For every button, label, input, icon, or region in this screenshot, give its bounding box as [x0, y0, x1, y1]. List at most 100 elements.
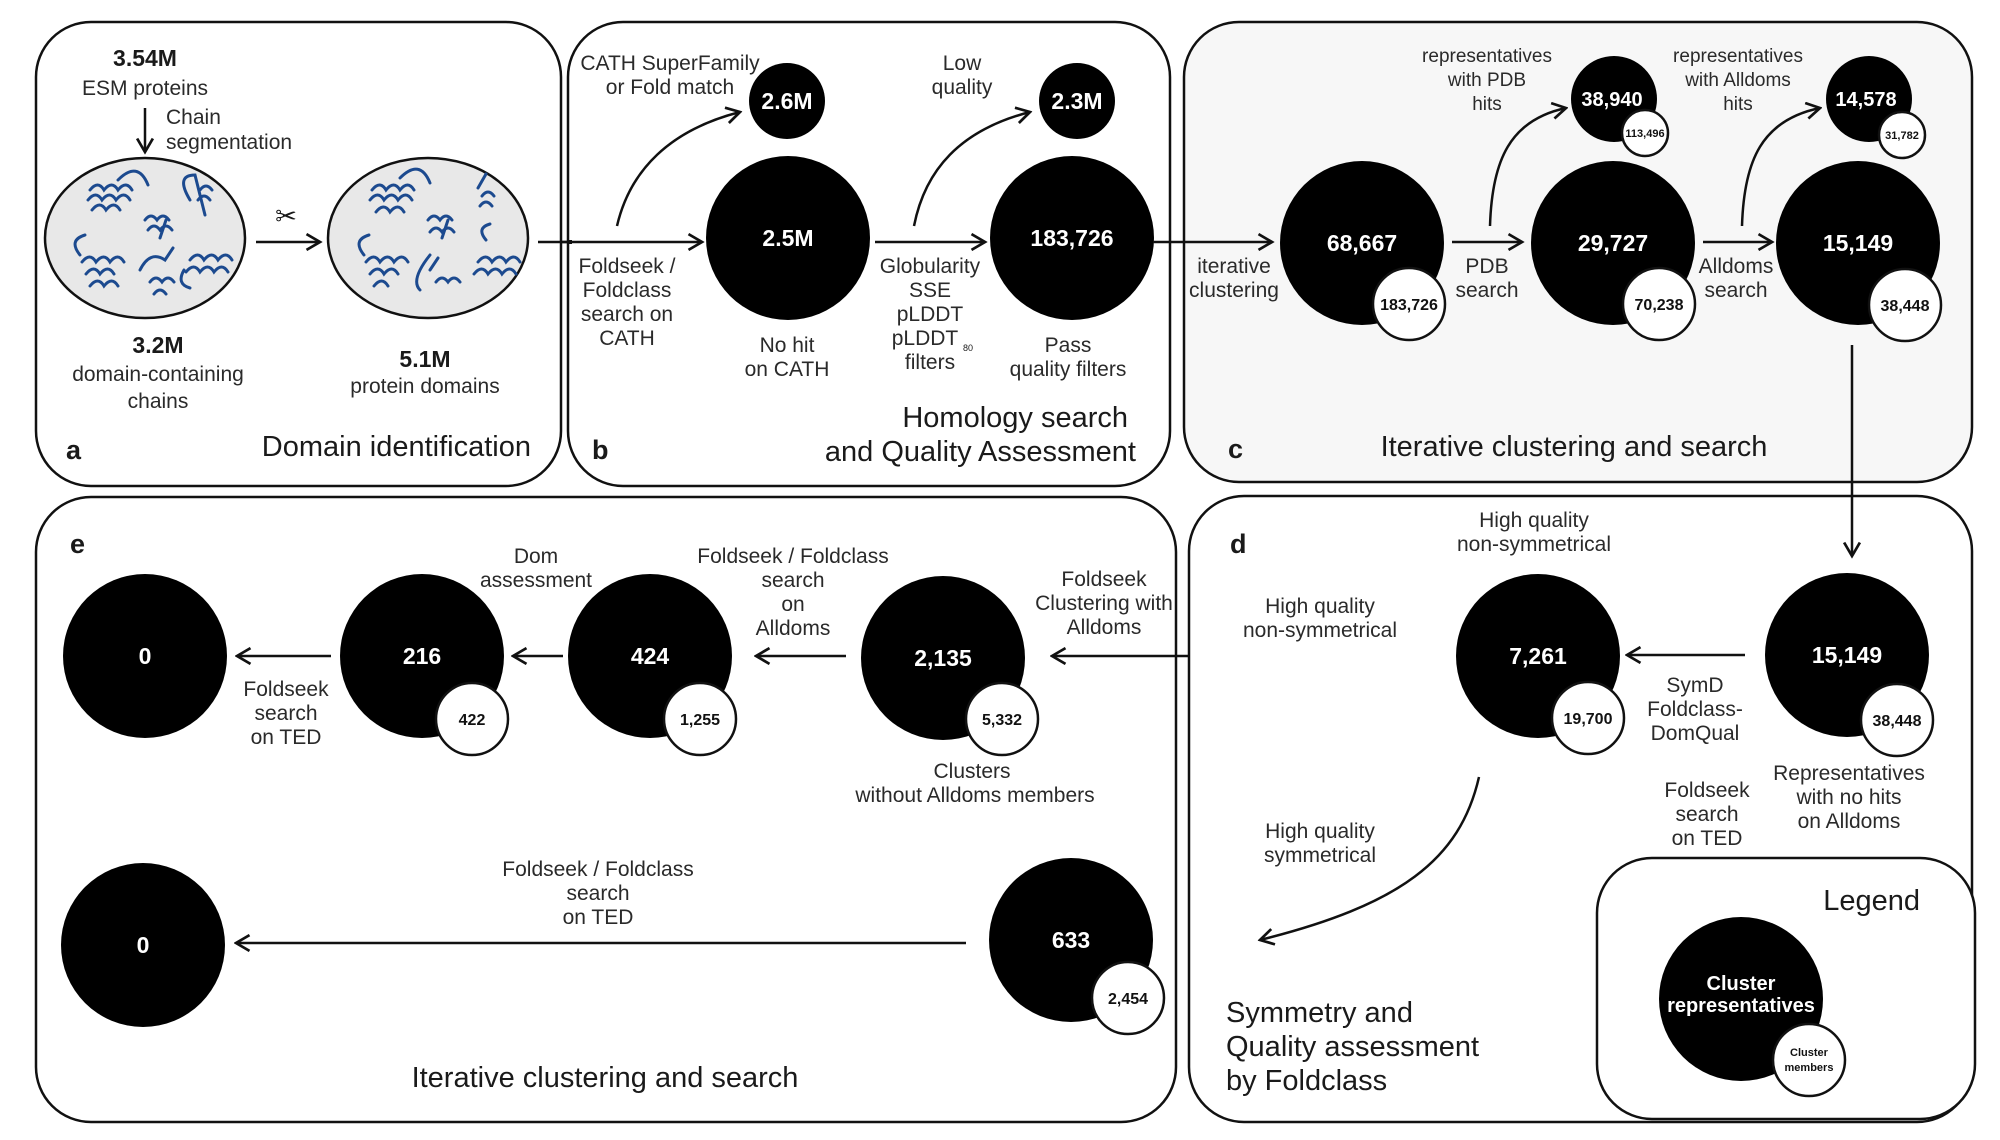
- search-on-ted-label-top: Foldseek search on TED: [243, 678, 329, 749]
- svg-text:SSE: SSE: [909, 279, 951, 302]
- hq-nonsymmetrical-out-label: High quality non-symmetrical: [1243, 595, 1397, 642]
- domains-label: protein domains: [350, 375, 499, 398]
- svg-text:Cluster: Cluster: [1790, 1047, 1829, 1059]
- svg-text:iterative: iterative: [1197, 255, 1271, 278]
- panel-d-title: Symmetry and Quality assessment by Foldc…: [1226, 997, 1479, 1097]
- svg-text:113,496: 113,496: [1625, 128, 1664, 140]
- svg-text:38,448: 38,448: [1881, 298, 1930, 315]
- svg-text:search: search: [1455, 279, 1518, 302]
- svg-text:search: search: [254, 702, 317, 725]
- hq-symmetrical-label: High quality symmetrical: [1264, 820, 1376, 867]
- svg-text:Foldseek: Foldseek: [1664, 779, 1750, 802]
- svg-text:Foldclass-: Foldclass-: [1647, 698, 1743, 721]
- svg-text:filters: filters: [905, 351, 955, 374]
- svg-text:Representatives: Representatives: [1773, 762, 1925, 785]
- dom-assessment-label: Dom assessment: [480, 545, 592, 592]
- svg-text:without Alldoms members: without Alldoms members: [854, 784, 1094, 807]
- svg-text:clustering: clustering: [1189, 279, 1279, 302]
- svg-text:search: search: [1704, 279, 1767, 302]
- svg-text:search: search: [566, 882, 629, 905]
- iterative-clustering-label: iterative clustering: [1189, 255, 1279, 302]
- hq-nonsymmetrical-node: 7,261 19,700: [1456, 574, 1626, 756]
- svg-text:424: 424: [631, 643, 670, 669]
- panel-b-homology-search: Foldseek / Foldclass search on CATH CATH…: [562, 20, 1172, 488]
- search-on-cath-label: Foldseek / Foldclass search on CATH: [579, 255, 676, 350]
- cluster-node-15149: 15,149 38,448: [1776, 161, 1943, 343]
- svg-text:No hit: No hit: [760, 334, 815, 357]
- cath-match-label: CATH SuperFamily or Fold match: [580, 52, 760, 99]
- svg-text:15,149: 15,149: [1812, 642, 1882, 668]
- svg-text:2.3M: 2.3M: [1051, 88, 1102, 114]
- arrow-to-low-quality: [912, 112, 1030, 227]
- svg-text:or Fold match: or Fold match: [606, 76, 734, 99]
- svg-text:quality: quality: [932, 76, 993, 99]
- svg-text:search on: search on: [581, 303, 673, 326]
- svg-text:SymD: SymD: [1666, 674, 1723, 697]
- svg-text:search: search: [761, 569, 824, 592]
- chain-segmentation-label-2: segmentation: [166, 131, 292, 154]
- panel-b-frame: [566, 20, 1172, 488]
- quality-filters-label: Globularity SSE pLDDT pLDDT 80 filters: [880, 255, 981, 374]
- svg-text:5,332: 5,332: [982, 712, 1022, 729]
- arrow-hq-symmetrical: [1260, 776, 1481, 940]
- svg-text:Pass: Pass: [1045, 334, 1092, 357]
- svg-text:on TED: on TED: [563, 906, 634, 929]
- svg-text:DomQual: DomQual: [1651, 722, 1740, 745]
- foldseek-clustering-label: Foldseek Clustering with Alldoms: [1035, 568, 1173, 639]
- alldoms-hits-label: representatives with Alldoms hits: [1673, 46, 1803, 115]
- svg-text:Symmetry and: Symmetry and: [1226, 997, 1413, 1029]
- panel-e-letter: e: [70, 529, 85, 559]
- svg-text:Alldoms: Alldoms: [1699, 255, 1774, 278]
- svg-text:Dom: Dom: [514, 545, 558, 568]
- legend-member-swatch: Cluster members: [1771, 1022, 1847, 1098]
- cluster-node-0-bottom: 0: [61, 863, 225, 1027]
- panel-b-title-2: and Quality Assessment: [825, 436, 1136, 468]
- svg-text:216: 216: [403, 643, 441, 669]
- svg-text:Clustering with: Clustering with: [1035, 592, 1173, 615]
- svg-text:15,149: 15,149: [1823, 230, 1893, 256]
- panel-a-letter: a: [66, 435, 82, 465]
- svg-text:38,448: 38,448: [1873, 713, 1922, 730]
- esm-protein-count: 3.54M: [113, 45, 177, 71]
- svg-text:search: search: [1675, 803, 1738, 826]
- svg-text:29,727: 29,727: [1578, 230, 1648, 256]
- esm-protein-label: ESM proteins: [82, 77, 208, 100]
- svg-text:31,782: 31,782: [1885, 130, 1919, 142]
- svg-text:CATH SuperFamily: CATH SuperFamily: [580, 52, 760, 75]
- panel-a-title: Domain identification: [262, 431, 531, 463]
- arrow-to-cath-match: [615, 112, 740, 227]
- svg-text:2,454: 2,454: [1108, 991, 1148, 1008]
- svg-text:Foldseek / Foldclass: Foldseek / Foldclass: [697, 545, 888, 568]
- svg-text:Alldoms: Alldoms: [756, 617, 831, 640]
- svg-text:pLDDT: pLDDT: [897, 303, 964, 326]
- svg-text:Globularity: Globularity: [880, 255, 981, 278]
- svg-text:with no hits: with no hits: [1795, 786, 1901, 809]
- svg-text:representatives: representatives: [1673, 46, 1803, 67]
- svg-text:Cluster: Cluster: [1707, 973, 1776, 995]
- foldseek-search-ted-label: Foldseek search on TED: [1664, 779, 1750, 850]
- svg-text:2,135: 2,135: [914, 645, 972, 671]
- svg-text:Foldseek: Foldseek: [243, 678, 329, 701]
- svg-text:19,700: 19,700: [1564, 711, 1613, 728]
- svg-text:on Alldoms: on Alldoms: [1798, 810, 1901, 833]
- cluster-node-29727: 29,727 70,238: [1531, 161, 1697, 342]
- low-quality-node: 2.3M: [1039, 63, 1115, 139]
- svg-text:7,261: 7,261: [1509, 643, 1567, 669]
- panel-b-letter: b: [592, 435, 609, 465]
- svg-text:CATH: CATH: [599, 327, 655, 350]
- cath-match-node: 2.6M: [749, 63, 825, 139]
- pdb-hits-node: 38,940 113,496: [1571, 56, 1670, 158]
- svg-text:68,667: 68,667: [1327, 230, 1397, 256]
- panel-d-letter: d: [1230, 529, 1247, 559]
- hq-nonsymmetrical-top-label: High quality non-symmetrical: [1457, 509, 1611, 556]
- svg-text:2.6M: 2.6M: [761, 88, 812, 114]
- svg-text:Alldoms: Alldoms: [1067, 616, 1142, 639]
- arrow-to-alldoms-hits: [1740, 108, 1820, 227]
- svg-text:38,940: 38,940: [1581, 89, 1642, 111]
- alldoms-search-label: Alldoms search: [1699, 255, 1774, 302]
- svg-text:symmetrical: symmetrical: [1264, 844, 1376, 867]
- svg-text:0: 0: [139, 643, 152, 669]
- svg-text:representatives: representatives: [1667, 995, 1815, 1017]
- svg-text:Foldseek / Foldclass: Foldseek / Foldclass: [502, 858, 693, 881]
- svg-text:on: on: [781, 593, 804, 616]
